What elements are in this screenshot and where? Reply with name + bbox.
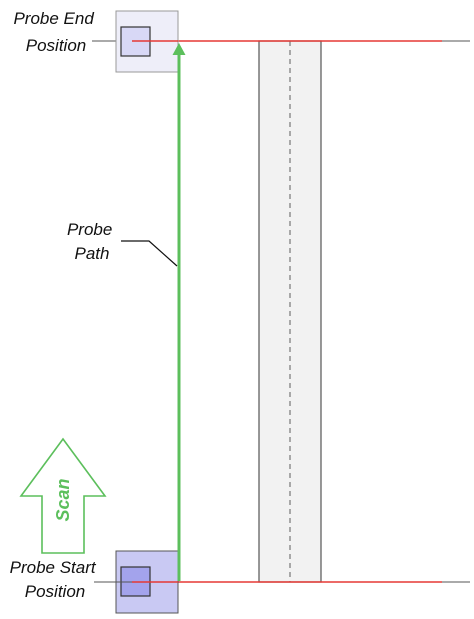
- probe-end-label-line1: Probe End: [13, 9, 94, 28]
- scan-label: Scan: [53, 478, 73, 521]
- probe-start-label-line2: Position: [25, 582, 85, 601]
- probe-path-arrowhead: [172, 43, 186, 55]
- scan-arrow-outline: [19, 437, 107, 554]
- probe-path-arrow: [172, 43, 186, 581]
- channel: [258, 40, 322, 583]
- probe-start-label: Probe Start Position: [10, 558, 101, 601]
- probe-path-label: Probe Path: [67, 220, 117, 263]
- probe-path-label-line1: Probe: [67, 220, 112, 239]
- probe-end-label-line2: Position: [26, 36, 86, 55]
- probe-path-leader: [121, 240, 178, 267]
- probe-path-label-line2: Path: [75, 244, 110, 263]
- scan-arrow: Scan: [19, 437, 107, 554]
- probe-start-label-line1: Probe Start: [10, 558, 97, 577]
- probe-end-label: Probe End Position: [13, 9, 98, 55]
